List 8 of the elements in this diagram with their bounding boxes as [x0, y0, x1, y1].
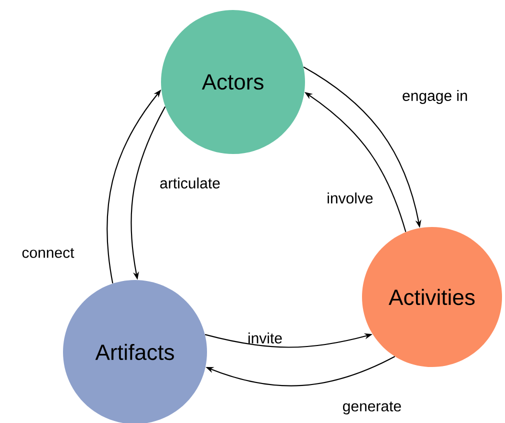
edge-label: invite: [248, 332, 282, 344]
circle-node: Actors: [161, 10, 305, 154]
edge-label: engage in: [402, 90, 467, 104]
edge-label: involve: [328, 192, 373, 204]
edge-label: articulate: [160, 178, 220, 188]
edge-label: connect: [22, 248, 74, 258]
circle-node: Activities: [362, 227, 502, 367]
edge-label: generate: [343, 402, 401, 414]
